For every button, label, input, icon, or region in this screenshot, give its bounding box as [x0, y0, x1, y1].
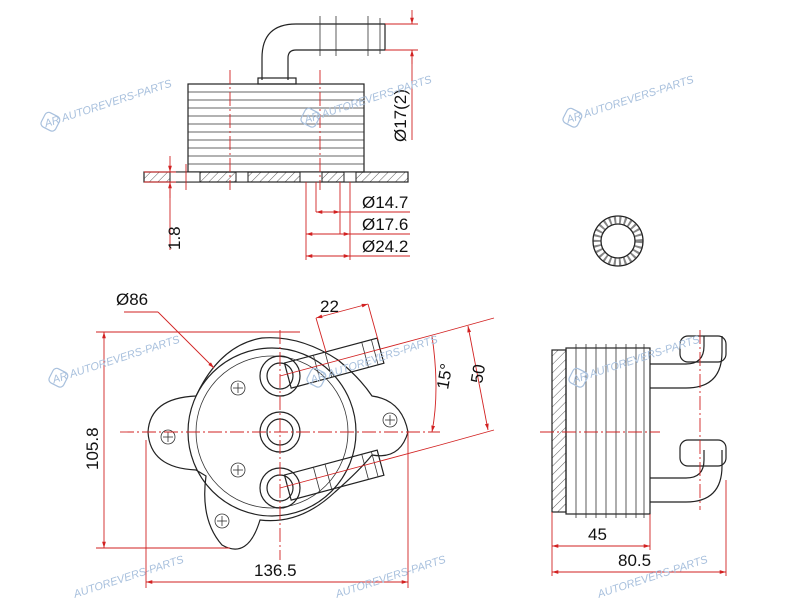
dim-pipe-length: 22	[320, 297, 339, 316]
svg-text:AUTOREVERS-PARTS: AUTOREVERS-PARTS	[319, 74, 434, 121]
svg-text:AR: AR	[570, 370, 589, 386]
watermark-1: AR AUTOREVERS-PARTS	[40, 78, 174, 132]
bolt-holes	[160, 380, 398, 529]
watermark-8: AUTOREVERS-PARTS	[333, 554, 448, 600]
svg-text:AUTOREVERS-PARTS: AUTOREVERS-PARTS	[587, 334, 702, 381]
top-view	[143, 10, 418, 260]
dim-overall-height: 105.8	[83, 427, 102, 470]
svg-text:AR: AR	[50, 370, 69, 386]
dim-bore-14-7: Ø14.7	[362, 193, 408, 212]
svg-text:AUTOREVERS-PARTS: AUTOREVERS-PARTS	[581, 74, 696, 121]
plan-view	[96, 303, 495, 588]
dim-outlet-diameter: Ø17(2)	[391, 89, 410, 142]
plate-stack	[187, 83, 365, 173]
svg-text:AUTOREVERS-PARTS: AUTOREVERS-PARTS	[59, 78, 174, 125]
watermark-9: AUTOREVERS-PARTS	[595, 554, 710, 600]
svg-text:AR: AR	[564, 110, 583, 126]
svg-text:AR: AR	[42, 114, 61, 130]
logo-icon: AR	[568, 367, 589, 388]
dim-body-diameter: Ø86	[116, 290, 148, 309]
svg-text:AUTOREVERS-PARTS: AUTOREVERS-PARTS	[595, 554, 710, 600]
logo-icon: AR	[306, 367, 327, 388]
dim-overall-width: 136.5	[254, 561, 297, 580]
side-pipe-lower	[650, 450, 723, 503]
svg-text:AR: AR	[302, 110, 321, 126]
side-view	[540, 330, 727, 576]
watermark-4: AR AUTOREVERS-PARTS	[48, 334, 182, 388]
svg-text:AUTOREVERS-PARTS: AUTOREVERS-PARTS	[67, 334, 182, 381]
logo-icon: AR	[300, 107, 321, 128]
dim-side-depth: 45	[588, 525, 607, 544]
side-pipe-upper	[650, 336, 723, 389]
logo-icon: AR	[40, 111, 61, 132]
dim-pipe-spacing: 50	[467, 363, 489, 385]
plate-lines	[188, 91, 364, 165]
dim-bore-24-2: Ø24.2	[362, 237, 408, 256]
side-base-plate	[551, 349, 567, 513]
dim-side-total: 80.5	[618, 551, 651, 570]
outlet-pipe	[261, 23, 386, 80]
dim-plate-thickness: 1.8	[165, 226, 184, 250]
logo-icon: AR	[562, 107, 583, 128]
dim-pipe-angle: 15°	[433, 362, 456, 391]
svg-text:AR: AR	[308, 370, 327, 386]
oring-icon	[592, 215, 644, 267]
svg-text:AUTOREVERS-PARTS: AUTOREVERS-PARTS	[325, 334, 440, 381]
dim-bore-17-6: Ø17.6	[362, 215, 408, 234]
watermark-5: AR AUTOREVERS-PARTS	[306, 334, 440, 388]
pipe-upper	[283, 337, 385, 389]
logo-icon: AR	[48, 367, 69, 388]
svg-text:AUTOREVERS-PARTS: AUTOREVERS-PARTS	[333, 554, 448, 600]
watermark-3: AR AUTOREVERS-PARTS	[562, 74, 696, 128]
svg-text:AUTOREVERS-PARTS: AUTOREVERS-PARTS	[71, 554, 186, 600]
mounting-flange	[147, 337, 409, 550]
pipe-lower	[283, 449, 385, 501]
watermark-7: AUTOREVERS-PARTS	[71, 554, 186, 600]
base-plate	[143, 171, 409, 183]
